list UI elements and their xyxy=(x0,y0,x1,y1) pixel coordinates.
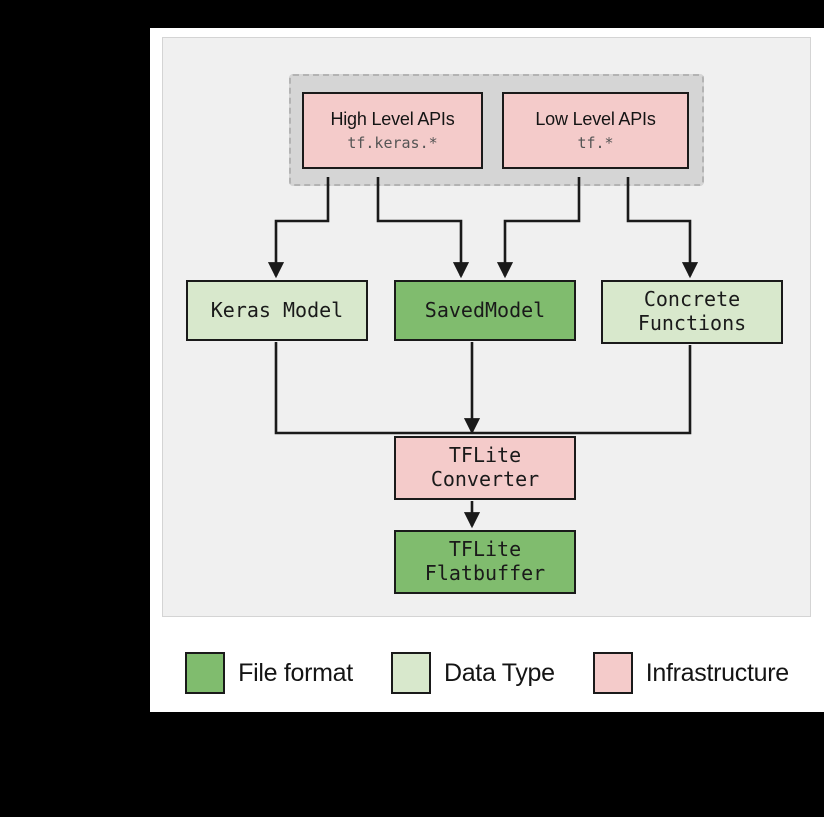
legend-swatch-infrastructure-icon xyxy=(592,652,633,694)
node-keras-model[interactable]: Keras Model xyxy=(186,280,368,341)
node-high-level-apis-title: High Level APIs xyxy=(330,108,455,129)
node-tflite-flatbuffer[interactable]: TFLite Flatbuffer xyxy=(394,530,576,594)
legend-label-infrastructure: Infrastructure xyxy=(645,658,789,687)
legend-swatch-data-type-icon xyxy=(390,652,431,694)
node-savedmodel-label: SavedModel xyxy=(424,297,546,322)
node-high-level-apis[interactable]: High Level APIs tf.keras.* xyxy=(302,92,483,169)
node-low-level-apis-title: Low Level APIs xyxy=(535,108,656,129)
node-savedmodel[interactable]: SavedModel xyxy=(394,280,576,341)
node-concrete-functions-label: Concrete Functions xyxy=(637,287,747,335)
node-concrete-functions[interactable]: Concrete Functions xyxy=(601,280,783,344)
legend-swatch-file-format-icon xyxy=(185,652,226,694)
legend-item-file-format: File format xyxy=(185,652,353,694)
node-tflite-converter-label: TFLite Converter xyxy=(430,443,540,491)
node-high-level-apis-subtitle: tf.keras.* xyxy=(347,133,438,152)
node-low-level-apis[interactable]: Low Level APIs tf.* xyxy=(502,92,689,169)
node-tflite-converter[interactable]: TFLite Converter xyxy=(394,436,576,500)
legend-item-infrastructure: Infrastructure xyxy=(592,652,789,694)
legend: File format Data Type Infrastructure xyxy=(150,634,824,712)
node-keras-model-label: Keras Model xyxy=(210,297,344,322)
diagram-card: High Level APIs tf.keras.* Low Level API… xyxy=(150,28,824,712)
node-low-level-apis-subtitle: tf.* xyxy=(577,133,614,152)
legend-label-data-type: Data Type xyxy=(443,658,555,687)
legend-item-data-type: Data Type xyxy=(390,652,555,694)
diagram-panel: High Level APIs tf.keras.* Low Level API… xyxy=(162,37,811,617)
node-tflite-flatbuffer-label: TFLite Flatbuffer xyxy=(424,537,546,585)
legend-label-file-format: File format xyxy=(238,658,353,687)
